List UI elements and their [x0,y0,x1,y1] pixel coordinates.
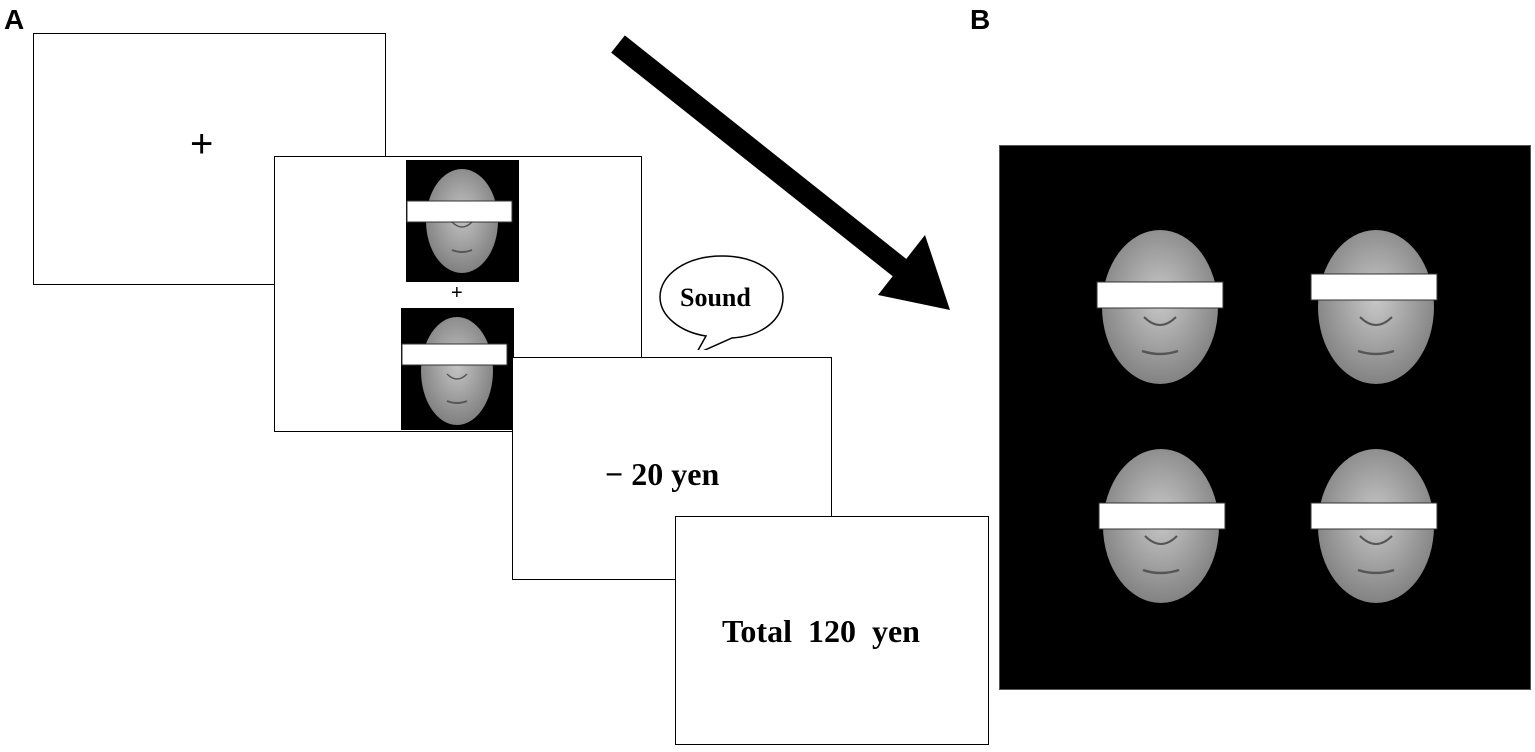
face-grid [999,145,1531,690]
feedback-text: − 20 yen [605,456,720,492]
lower-face-image [401,308,514,430]
face-grid-svg [1096,230,1438,603]
face-icon [406,169,513,273]
face-top-left [1096,230,1224,384]
panel-b-label: B [970,4,991,35]
face-pair-cross: + [451,282,463,304]
sound-speech-bubble [659,255,784,350]
face-bottom-right [1310,449,1438,603]
sound-label: Sound [680,283,751,312]
panel-a-label: A [4,4,25,35]
total-screen: Total 120 yen [675,516,989,745]
upper-face-image [406,160,519,282]
arrow-icon [611,35,950,310]
fixation-cross: + [190,122,214,166]
face-top-right [1310,230,1438,384]
face-icon [401,317,508,425]
total-text: Total 120 yen [722,613,920,649]
face-bottom-left [1098,449,1226,603]
face-pair-screen: + [274,156,642,432]
